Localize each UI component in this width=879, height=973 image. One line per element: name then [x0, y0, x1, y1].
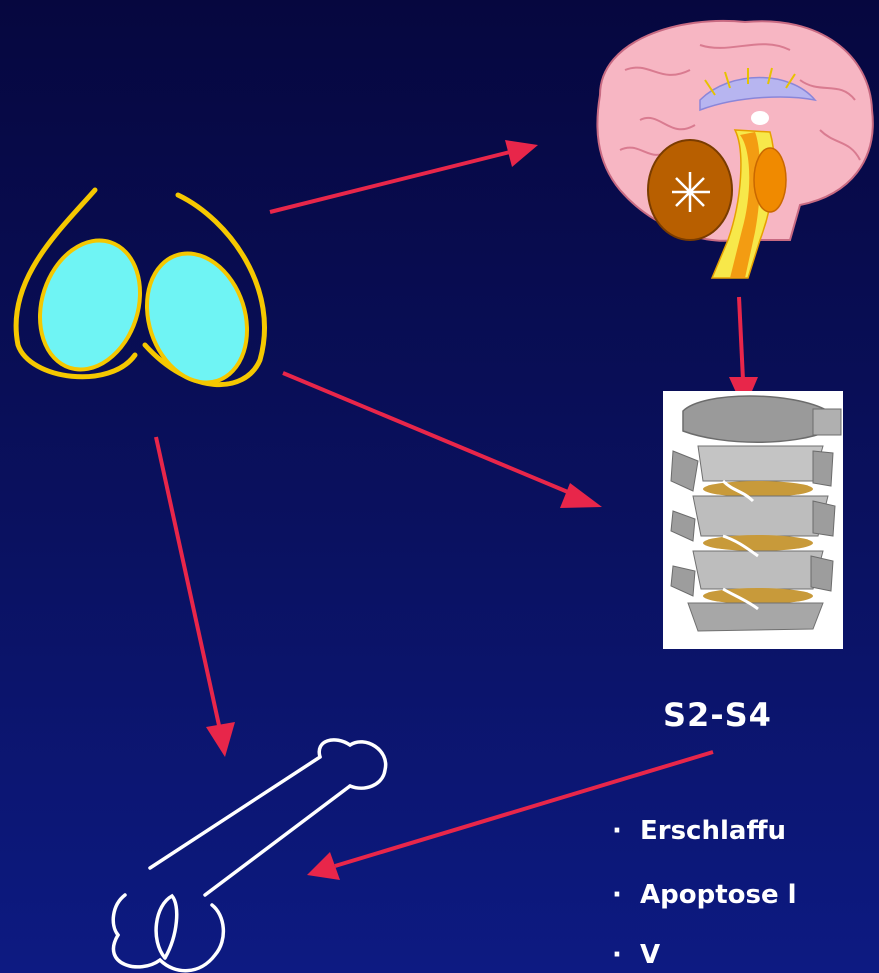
spine-icon — [663, 391, 843, 649]
arrow-testes-to-spine — [283, 373, 602, 508]
brain-icon — [597, 21, 872, 278]
spinal-level-label: S2-S4 — [663, 696, 772, 734]
bullet-text: V — [640, 940, 660, 970]
testes-icon — [16, 190, 264, 396]
penis-icon — [113, 740, 385, 971]
bullet-item: ·Erschlaffu — [612, 816, 786, 846]
arrow-testes-to-brain — [270, 140, 538, 212]
arrow-testes-to-penis — [156, 437, 235, 757]
bullet-text: Apoptose l — [640, 880, 797, 910]
bullet-text: Erschlaffu — [640, 816, 786, 846]
bullet-item: ·Apoptose l — [612, 880, 797, 910]
bullet-item: ·V — [612, 940, 660, 970]
